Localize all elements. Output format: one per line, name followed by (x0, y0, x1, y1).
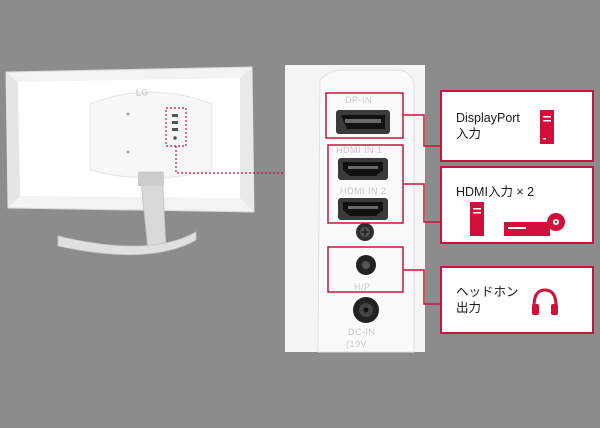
desktop-pc-icon (540, 110, 554, 144)
callout-displayport-line1: DisplayPort (456, 111, 520, 125)
hdmi2-port-label: HDMI IN 2 (340, 186, 387, 196)
headphones-icon (532, 288, 558, 315)
callout-hdmi-line1: HDMI入力 × 2 (456, 185, 535, 199)
dp-port-label: DP-IN (345, 95, 372, 105)
monitor-logo: LG (135, 87, 148, 98)
callout-headphone-line2: 出力 (456, 301, 482, 315)
pc-and-bluray-icon (470, 202, 565, 236)
callout-hdmi: HDMI入力 × 2 (440, 166, 594, 244)
callout-displayport-line2: 入力 (456, 127, 482, 141)
dc-voltage-label: (19V (346, 339, 367, 349)
callout-headphone: ヘッドホン 出力 (440, 266, 594, 334)
callout-displayport: DisplayPort 入力 (440, 90, 594, 162)
hdmi1-port-label: HDMI IN 1 (336, 145, 383, 155)
headphone-port-label: H/P (354, 282, 371, 292)
dc-port-label: DC-IN (348, 327, 376, 337)
callout-headphone-line1: ヘッドホン (456, 285, 519, 299)
